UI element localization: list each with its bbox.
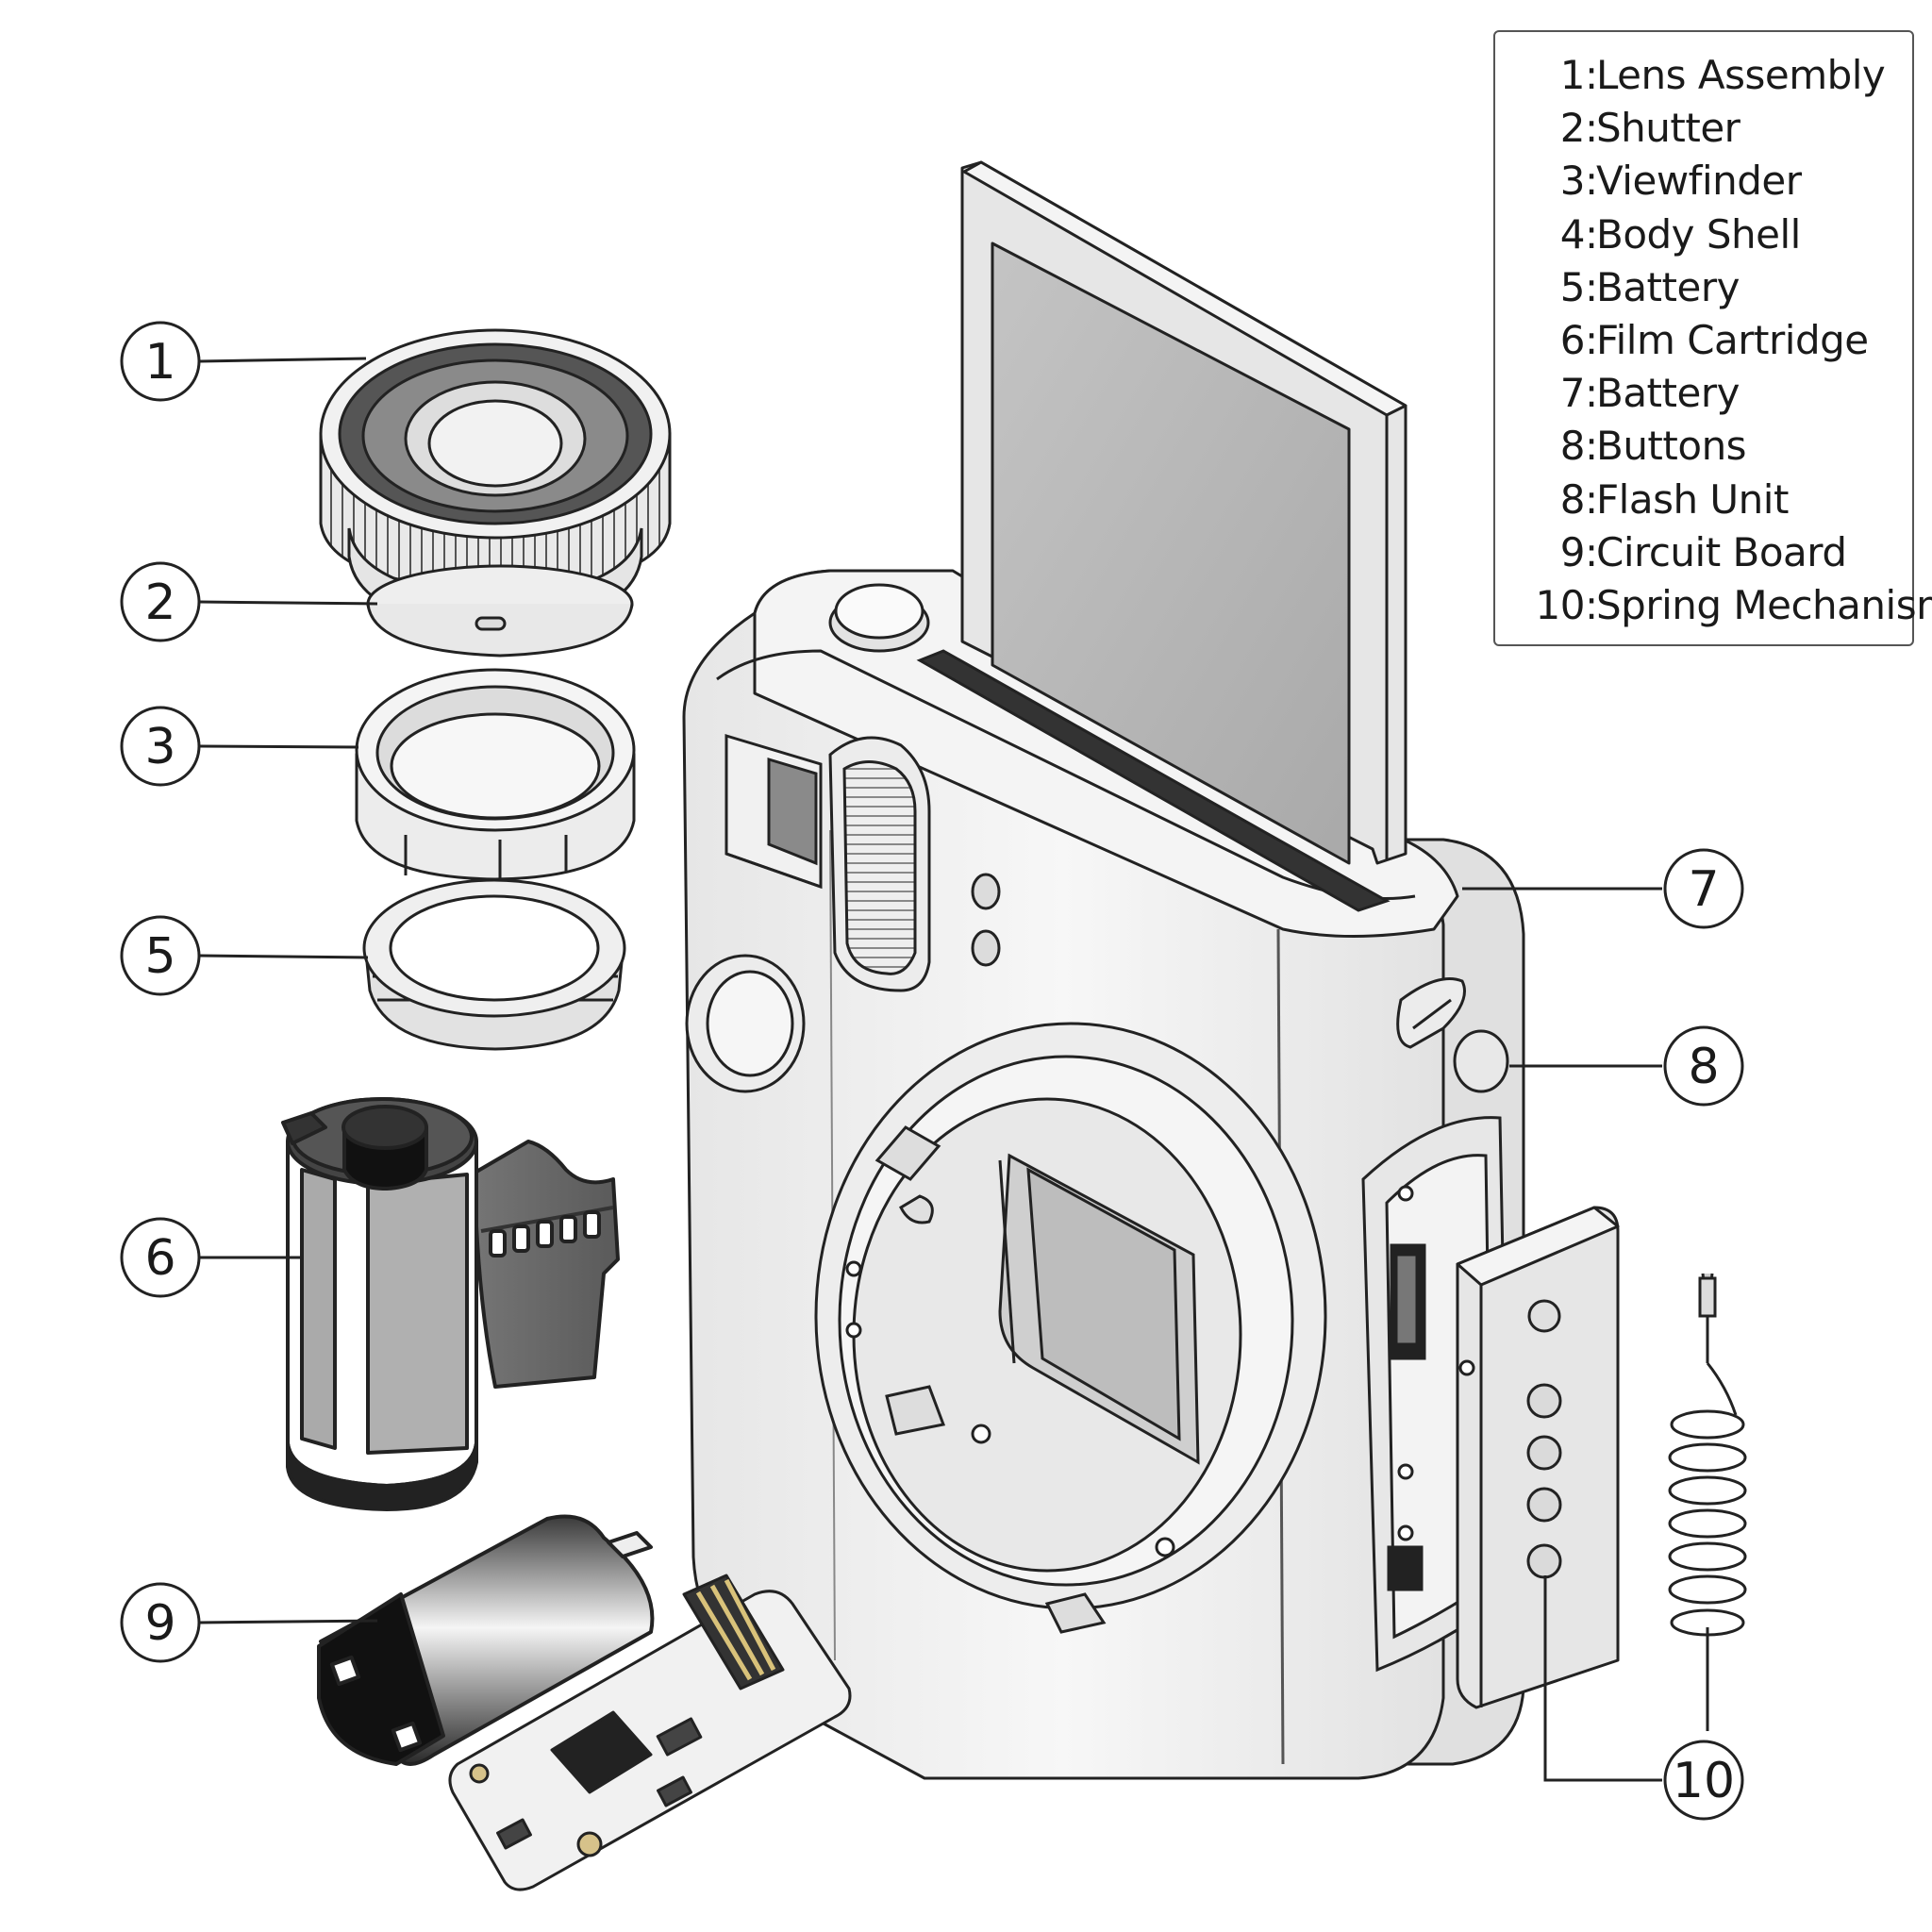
shutter (366, 564, 634, 658)
legend-number: 6 (1559, 316, 1586, 363)
legend-item: 9:Circuit Board (1495, 526, 1912, 579)
legend-item: 1:Lens Assembly (1495, 49, 1912, 102)
legend-item: 5:Battery (1495, 261, 1912, 314)
legend-number: 7 (1559, 370, 1586, 417)
legend-label: Buttons (1596, 423, 1747, 470)
svg-text:6: 6 (144, 1230, 175, 1287)
callout-6: 6 (120, 1217, 201, 1298)
legend-item: 2:Shutter (1495, 102, 1912, 155)
callout-5: 5 (120, 915, 201, 996)
legend-label: Battery (1596, 263, 1740, 310)
legend-item: 3:Viewfinder (1495, 155, 1912, 208)
side-button-panel (1456, 1206, 1620, 1709)
legend-number: 10 (1535, 581, 1586, 628)
circuit-board (448, 1574, 852, 1891)
callout-1: 1 (120, 321, 201, 402)
viewfinder-ring (355, 668, 636, 881)
legend-label: Body Shell (1596, 210, 1801, 258)
legend-label: Flash Unit (1596, 475, 1789, 523)
legend-label: Lens Assembly (1596, 52, 1886, 98)
battery (317, 1514, 655, 1766)
svg-text:2: 2 (144, 575, 175, 631)
ejected-photo-print (960, 160, 1407, 865)
callout-9: 9 (120, 1582, 201, 1663)
parts-legend: 1:Lens Assembly 2:Shutter 3:Viewfinder 4… (1493, 30, 1932, 646)
svg-text:9: 9 (144, 1595, 175, 1652)
battery-ring (362, 878, 626, 1051)
legend-number: 5 (1559, 263, 1586, 310)
leader-lines (199, 357, 1709, 1782)
svg-text:1: 1 (144, 334, 175, 391)
legend-item: 10:Spring Mechanism (1495, 579, 1932, 632)
spring-mechanism (1668, 1273, 1747, 1637)
svg-text:3: 3 (144, 719, 175, 775)
body-viewfinder-window (724, 733, 823, 890)
legend-label: Circuit Board (1596, 528, 1847, 575)
svg-text:7: 7 (1688, 861, 1719, 918)
svg-text:10: 10 (1673, 1753, 1735, 1809)
legend-label: Shutter (1596, 105, 1740, 152)
side-round-button (1453, 1029, 1509, 1093)
legend-number: 8 (1559, 475, 1586, 523)
flash-window (828, 736, 931, 992)
lens-mount-ring (814, 1022, 1327, 1634)
legend-label: Film Cartridge (1596, 316, 1869, 363)
legend-number: 1 (1559, 52, 1586, 98)
legend-label: Viewfinder (1596, 158, 1802, 205)
callout-2: 2 (120, 561, 201, 642)
callout-7: 7 (1663, 848, 1744, 929)
film-ejection-slot (916, 649, 1391, 912)
selfie-mirror-button (685, 954, 806, 1093)
callout-10: 10 (1663, 1740, 1744, 1821)
legend-number: 9 (1559, 528, 1586, 575)
legend-number: 2 (1559, 105, 1586, 152)
lens-assembly (319, 328, 672, 629)
callout-3: 3 (120, 706, 201, 787)
legend-number: 3 (1559, 158, 1586, 205)
strap-slot (1396, 977, 1466, 1049)
light-sensor-dots (971, 873, 1001, 967)
svg-text:5: 5 (144, 928, 175, 985)
film-cartridge (281, 1097, 620, 1511)
legend-item: 8:Flash Unit (1495, 474, 1912, 526)
svg-text:8: 8 (1688, 1039, 1719, 1095)
legend-label: Battery (1596, 370, 1740, 417)
legend-label: Spring Mechanism (1596, 581, 1932, 628)
legend-item: 7:Battery (1495, 367, 1912, 420)
legend-item: 8:Buttons (1495, 420, 1912, 473)
shutter-button (828, 583, 930, 653)
legend-number: 8 (1559, 423, 1586, 470)
legend-item: 4:Body Shell (1495, 208, 1912, 261)
legend-number: 4 (1559, 210, 1586, 258)
callout-8: 8 (1663, 1025, 1744, 1107)
legend-item: 6:Film Cartridge (1495, 314, 1912, 367)
